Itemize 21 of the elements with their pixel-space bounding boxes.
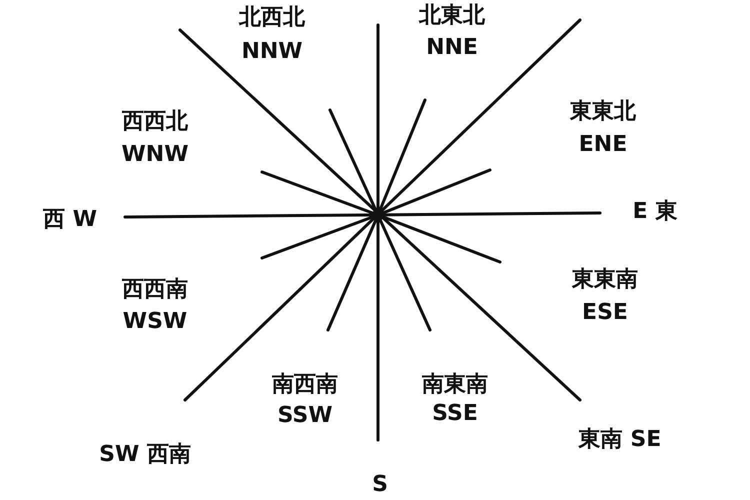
direction-label: NNE: [426, 37, 478, 59]
direction-label: 西西南: [122, 279, 188, 301]
direction-label: 西 W: [43, 209, 97, 231]
direction-label: WNW: [122, 144, 188, 166]
direction-label: ESE: [582, 302, 628, 324]
direction-label: SW 西南: [99, 444, 191, 466]
direction-label: 西西北: [122, 111, 188, 133]
direction-label: NNW: [241, 41, 303, 63]
direction-label: S: [372, 474, 388, 496]
direction-label: 南西南: [272, 374, 338, 396]
direction-label: 東東南: [572, 269, 638, 291]
direction-label: SSW: [278, 405, 332, 427]
direction-label: ENE: [578, 134, 628, 156]
direction-label: WSW: [122, 311, 188, 333]
direction-label: 東東北: [570, 101, 636, 123]
direction-label: 東南 SE: [578, 429, 662, 451]
direction-label: 北西北: [239, 7, 305, 29]
direction-label: SSE: [432, 403, 478, 425]
direction-label: 南東南: [422, 374, 488, 396]
direction-label: E 東: [632, 201, 678, 223]
direction-label: 北東北: [419, 5, 485, 27]
